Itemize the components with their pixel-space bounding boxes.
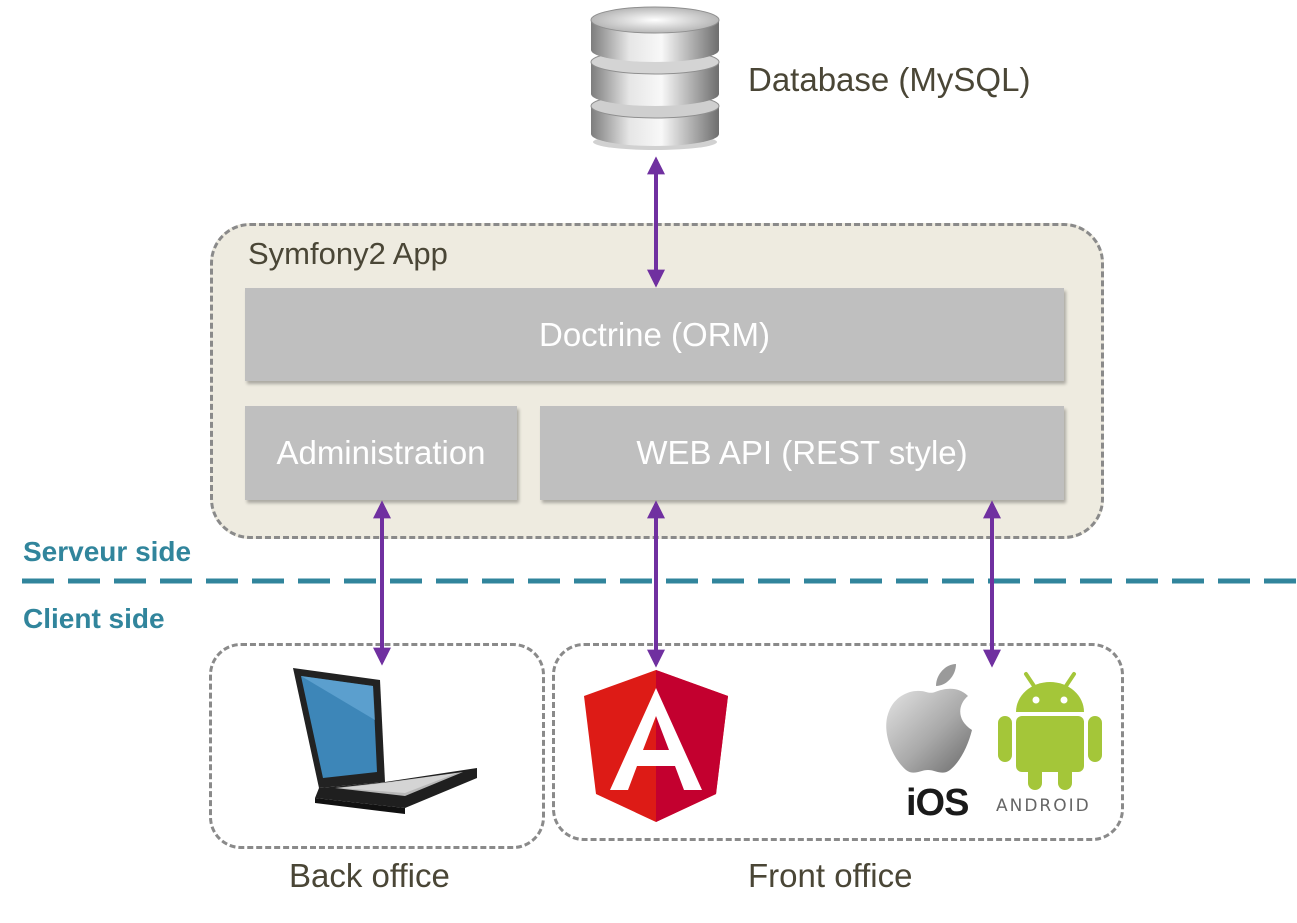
database-label: Database (MySQL) bbox=[748, 61, 1031, 98]
apple-ios-logo-icon bbox=[886, 664, 972, 773]
database-icon bbox=[590, 6, 720, 150]
back-office-label: Back office bbox=[289, 857, 450, 894]
server-side-label: Serveur side bbox=[23, 536, 192, 567]
ios-text: iOS bbox=[906, 782, 969, 824]
android-logo-icon bbox=[998, 672, 1102, 790]
administration-layer: Administration bbox=[245, 406, 517, 500]
front-office-box bbox=[552, 643, 1124, 841]
laptop-icon bbox=[293, 668, 477, 814]
doctrine-layer: Doctrine (ORM) bbox=[245, 288, 1064, 381]
android-text: ANDROID bbox=[996, 796, 1091, 816]
side-divider bbox=[22, 578, 1297, 584]
webapi-layer: WEB API (REST style) bbox=[540, 406, 1064, 500]
front-office-label: Front office bbox=[748, 857, 913, 894]
app-title: Symfony2 App bbox=[248, 236, 448, 271]
angular-logo-icon bbox=[584, 670, 728, 822]
client-side-label: Client side bbox=[23, 603, 165, 634]
